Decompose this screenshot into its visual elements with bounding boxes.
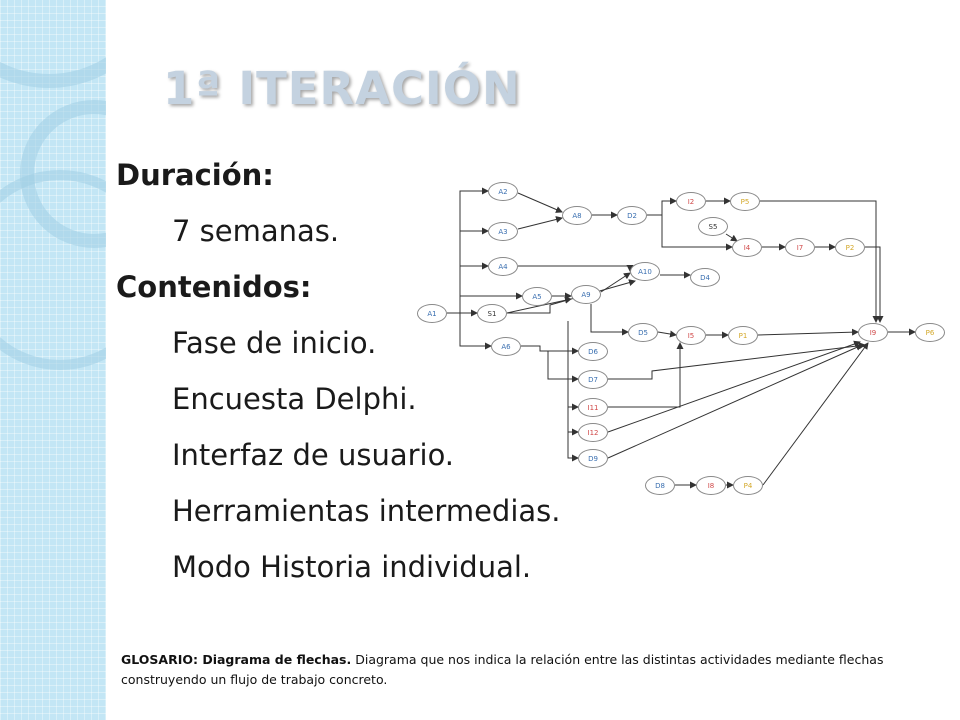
arrow-a1-to-a2 [447, 187, 489, 314]
node-i12: I12 [578, 422, 608, 442]
node-a2: A2 [488, 181, 518, 201]
node-d7: D7 [578, 369, 608, 389]
arrow-p4-to-i9 [762, 342, 869, 486]
node-i8: I8 [696, 475, 726, 495]
decorative-ring-top [0, 0, 106, 88]
arrow-p1-to-i9 [757, 328, 859, 336]
node-d6: D6 [578, 341, 608, 361]
arrow-a1-to-a6 [459, 313, 492, 350]
arrow-a9-to-d5 [590, 304, 629, 336]
content-item: Interfaz de usuario. [172, 438, 455, 472]
arrow-a6-to-d7 [540, 350, 579, 383]
content-item: Fase de inicio. [172, 326, 377, 360]
node-p5: P5 [730, 191, 760, 211]
arrow-i12-to-i9 [607, 340, 861, 433]
decorative-sidebar [0, 0, 106, 720]
arrow-a4-to-a10 [518, 265, 634, 272]
node-i9: I9 [858, 322, 888, 342]
slide-content: Duración: 7 semanas. Contenidos: Fase de… [116, 155, 560, 603]
node-p1: P1 [728, 325, 758, 345]
node-s1: S1 [477, 303, 507, 323]
node-s5: S5 [698, 216, 728, 236]
arrow-d9-to-i9 [607, 344, 863, 459]
node-d9: D9 [578, 448, 608, 468]
arrow-s1-to-a9 [506, 296, 572, 314]
node-a5: A5 [522, 286, 552, 306]
slide-title: 1ª ITERACIÓN [163, 62, 521, 115]
content-item: Encuesta Delphi. [172, 382, 417, 416]
decorative-ring-large [0, 170, 106, 370]
arrow-a9-to-i11 [567, 321, 579, 411]
node-p2: P2 [835, 237, 865, 257]
arrow-s5-to-i4 [725, 233, 738, 242]
content-item: Modo Historia individual. [172, 550, 532, 584]
node-p6: P6 [915, 322, 945, 342]
node-a1: A1 [417, 303, 447, 323]
content-item: Herramientas intermedias. [172, 494, 561, 528]
arrow-a9-to-d9 [567, 432, 579, 462]
arrow-a6-to-d6 [521, 345, 579, 355]
arrow-p2-to-i9 [865, 246, 884, 323]
node-a9: A9 [571, 284, 601, 304]
node-a8: A8 [562, 205, 592, 225]
arrow-d5-to-i5 [657, 330, 677, 338]
arrow-a2-to-a8 [517, 192, 563, 213]
arrow-i11-to-i5 [608, 342, 684, 408]
glossary-note: GLOSARIO: Diagrama de flechas. Diagrama … [121, 650, 941, 690]
duration-value: 7 semanas. [172, 214, 340, 248]
node-a6: A6 [491, 336, 521, 356]
arrow-a9-to-i12 [567, 407, 579, 436]
node-i5: I5 [676, 325, 706, 345]
node-a10: A10 [630, 261, 660, 281]
node-a3: A3 [488, 221, 518, 241]
glossary-term: GLOSARIO: Diagrama de flechas. [121, 652, 352, 667]
node-p4: P4 [733, 475, 763, 495]
node-d2: D2 [617, 205, 647, 225]
arrow-d2-to-i4 [661, 215, 733, 251]
arrow-d7-to-i9 [608, 342, 866, 380]
node-i7: I7 [785, 237, 815, 257]
node-a4: A4 [488, 256, 518, 276]
node-i11: I11 [578, 397, 608, 417]
node-d4: D4 [690, 267, 720, 287]
arrow-p5-to-i9 [760, 200, 880, 323]
node-i4: I4 [732, 237, 762, 257]
arrow-d2-to-i2 [647, 197, 677, 216]
arrow-a3-to-a8 [517, 216, 563, 230]
node-i2: I2 [676, 191, 706, 211]
node-d5: D5 [628, 322, 658, 342]
node-d8: D8 [645, 475, 675, 495]
contents-heading: Contenidos: [116, 270, 312, 304]
glossary-definition: Diagrama que nos indica la relación entr… [121, 652, 884, 687]
duration-heading: Duración: [116, 158, 274, 192]
